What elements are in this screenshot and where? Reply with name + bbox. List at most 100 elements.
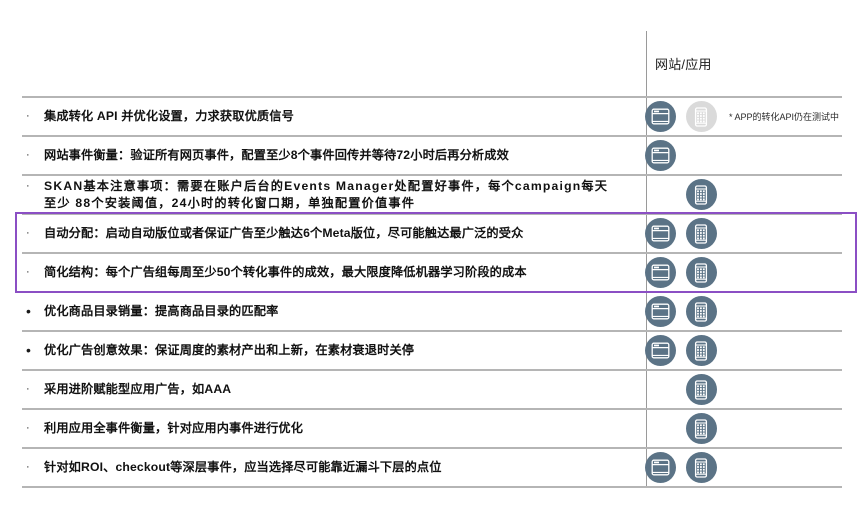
table-row: · 集成转化 API 并优化设置，力求获取优质信号 * APP的转化API仍在测试中 bbox=[22, 96, 842, 135]
table-row: · 自动分配：启动自动版位或者保证广告至少触达6个Meta版位，尽可能触达最广泛的… bbox=[22, 213, 842, 252]
row-label: 针对如ROI、checkout等深层事件，应当选择尽可能靠近漏斗下层的点位 bbox=[44, 459, 442, 476]
row-icons-cell bbox=[642, 254, 847, 291]
mobile-app-icon bbox=[685, 257, 717, 288]
row-label-line: 集成转化 API 并优化设置，力求获取优质信号 bbox=[44, 109, 294, 123]
browser-window-icon-slot bbox=[642, 216, 678, 252]
row-label-line: 至少 88个安装阈值，24小时的转化窗口期，单独配置价值事件 bbox=[44, 195, 416, 210]
footnote-text: * APP的转化API仍在测试中 bbox=[729, 111, 840, 122]
row-label: 集成转化 API 并优化设置，力求获取优质信号 bbox=[44, 108, 294, 125]
row-label-line: SKAN基本注意事项：需要在账户后台的Events Manager处配置好事件，… bbox=[44, 178, 609, 193]
mobile-app-icon bbox=[685, 413, 717, 444]
row-label: 自动分配：启动自动版位或者保证广告至少触达6个Meta版位，尽可能触达最广泛的受… bbox=[44, 225, 523, 242]
row-icons-cell bbox=[642, 137, 847, 174]
row-label-line: 简化结构：每个广告组每周至少50个转化事件的成效，最大限度降低机器学习阶段的成本 bbox=[44, 265, 527, 279]
row-text-cell: · 自动分配：启动自动版位或者保证广告至少触达6个Meta版位，尽可能触达最广泛的… bbox=[22, 225, 638, 242]
row-icons-cell bbox=[642, 449, 847, 486]
browser-window-icon-slot bbox=[642, 372, 678, 408]
row-text-cell: · 集成转化 API 并优化设置，力求获取优质信号 bbox=[22, 108, 638, 125]
bullet-marker: · bbox=[26, 179, 30, 192]
mobile-app-icon bbox=[685, 452, 717, 483]
row-label: 优化商品目录销量：提高商品目录的匹配率 bbox=[44, 303, 278, 320]
mobile-app-icon-slot bbox=[683, 138, 719, 174]
table-row: • 优化广告创意效果：保证周度的素材产出和上新，在素材衰退时关停 bbox=[22, 330, 842, 369]
bullet-marker: · bbox=[26, 383, 30, 395]
mobile-app-icon-slot bbox=[683, 216, 719, 252]
browser-window-icon-slot bbox=[642, 333, 678, 369]
row-label-line: 自动分配：启动自动版位或者保证广告至少触达6个Meta版位，尽可能触达最广泛的受… bbox=[44, 226, 524, 240]
row-text-cell: · 网站事件衡量：验证所有网页事件，配置至少8个事件回传并等待72小时后再分析成效 bbox=[22, 147, 638, 164]
row-label-line: 针对如ROI、checkout等深层事件，应当选择尽可能靠近漏斗下层的点位 bbox=[44, 460, 442, 474]
row-label: 简化结构：每个广告组每周至少50个转化事件的成效，最大限度降低机器学习阶段的成本 bbox=[44, 264, 527, 281]
row-text-cell: · 针对如ROI、checkout等深层事件，应当选择尽可能靠近漏斗下层的点位 bbox=[22, 459, 638, 476]
browser-window-icon-slot bbox=[642, 177, 678, 213]
bullet-marker: • bbox=[26, 342, 31, 358]
mobile-app-icon bbox=[685, 179, 717, 210]
browser-window-icon-slot bbox=[642, 294, 678, 330]
browser-window-icon-slot bbox=[642, 411, 678, 447]
bullet-marker: · bbox=[26, 266, 30, 278]
table-row: · SKAN基本注意事项：需要在账户后台的Events Manager处配置好事件… bbox=[22, 174, 842, 213]
row-text-cell: • 优化广告创意效果：保证周度的素材产出和上新，在素材衰退时关停 bbox=[22, 342, 638, 359]
mobile-app-icon bbox=[685, 218, 717, 249]
bullet-marker: · bbox=[26, 110, 30, 122]
bullet-marker: · bbox=[26, 461, 30, 473]
mobile-app-icon bbox=[685, 296, 717, 327]
browser-window-icon bbox=[644, 101, 676, 132]
checklist-table: · 集成转化 API 并优化设置，力求获取优质信号 * APP的转化API仍在测试中… bbox=[22, 96, 842, 488]
row-icons-cell bbox=[642, 410, 847, 447]
row-icons-cell: * APP的转化API仍在测试中 bbox=[642, 98, 847, 135]
mobile-app-icon-slot bbox=[683, 450, 719, 486]
mobile-app-icon-slot bbox=[683, 294, 719, 330]
table-row: · 针对如ROI、checkout等深层事件，应当选择尽可能靠近漏斗下层的点位 bbox=[22, 447, 842, 488]
row-text-cell: • 优化商品目录销量：提高商品目录的匹配率 bbox=[22, 303, 638, 320]
bullet-marker: · bbox=[26, 227, 30, 239]
bullet-marker: • bbox=[26, 303, 31, 319]
row-text-cell: · 利用应用全事件衡量，针对应用内事件进行优化 bbox=[22, 420, 638, 437]
row-icons-cell bbox=[642, 215, 847, 252]
row-label: 采用进阶赋能型应用广告，如AAA bbox=[44, 381, 231, 398]
mobile-app-icon-slot bbox=[683, 372, 719, 408]
browser-window-icon bbox=[644, 140, 676, 171]
row-label-line: 采用进阶赋能型应用广告，如AAA bbox=[44, 382, 232, 396]
browser-window-icon-slot bbox=[642, 99, 678, 135]
table-row: · 简化结构：每个广告组每周至少50个转化事件的成效，最大限度降低机器学习阶段的成… bbox=[22, 252, 842, 291]
mobile-app-icon-slot bbox=[683, 411, 719, 447]
row-icons-cell bbox=[642, 332, 847, 369]
column-header-label: 网站/应用 bbox=[655, 57, 712, 72]
table-row: · 利用应用全事件衡量，针对应用内事件进行优化 bbox=[22, 408, 842, 447]
row-icons-cell bbox=[642, 176, 847, 213]
mobile-app-icon-slot bbox=[683, 99, 719, 135]
table-row: · 网站事件衡量：验证所有网页事件，配置至少8个事件回传并等待72小时后再分析成效 bbox=[22, 135, 842, 174]
browser-window-icon-slot bbox=[642, 255, 678, 291]
row-icons-cell bbox=[642, 293, 847, 330]
browser-window-icon-slot bbox=[642, 138, 678, 174]
row-label-line: 网站事件衡量：验证所有网页事件，配置至少8个事件回传并等待72小时后再分析成效 bbox=[44, 148, 509, 162]
bullet-marker: · bbox=[26, 422, 30, 434]
browser-window-icon bbox=[644, 335, 676, 366]
row-label: 利用应用全事件衡量，针对应用内事件进行优化 bbox=[44, 420, 303, 437]
row-label-line: 优化商品目录销量：提高商品目录的匹配率 bbox=[44, 304, 279, 318]
row-label-line: 优化广告创意效果：保证周度的素材产出和上新，在素材衰退时关停 bbox=[44, 343, 415, 357]
browser-window-icon bbox=[644, 218, 676, 249]
browser-window-icon bbox=[644, 257, 676, 288]
mobile-app-icon bbox=[685, 101, 717, 132]
row-text-cell: · SKAN基本注意事项：需要在账户后台的Events Manager处配置好事件… bbox=[22, 178, 638, 212]
mobile-app-icon-slot bbox=[683, 333, 719, 369]
row-label: SKAN基本注意事项：需要在账户后台的Events Manager处配置好事件，… bbox=[44, 178, 608, 212]
row-label: 优化广告创意效果：保证周度的素材产出和上新，在素材衰退时关停 bbox=[44, 342, 414, 359]
row-label: 网站事件衡量：验证所有网页事件，配置至少8个事件回传并等待72小时后再分析成效 bbox=[44, 147, 509, 164]
browser-window-icon bbox=[644, 452, 676, 483]
mobile-app-icon bbox=[685, 335, 717, 366]
mobile-app-icon-slot bbox=[683, 177, 719, 213]
row-icons-cell bbox=[642, 371, 847, 408]
browser-window-icon-slot bbox=[642, 450, 678, 486]
browser-window-icon bbox=[644, 296, 676, 327]
table-row: · 采用进阶赋能型应用广告，如AAA bbox=[22, 369, 842, 408]
row-text-cell: · 简化结构：每个广告组每周至少50个转化事件的成效，最大限度降低机器学习阶段的成… bbox=[22, 264, 638, 281]
table-row: • 优化商品目录销量：提高商品目录的匹配率 bbox=[22, 291, 842, 330]
row-text-cell: · 采用进阶赋能型应用广告，如AAA bbox=[22, 381, 638, 398]
mobile-app-icon bbox=[685, 374, 717, 405]
mobile-app-icon-slot bbox=[683, 255, 719, 291]
bullet-marker: · bbox=[26, 149, 30, 161]
